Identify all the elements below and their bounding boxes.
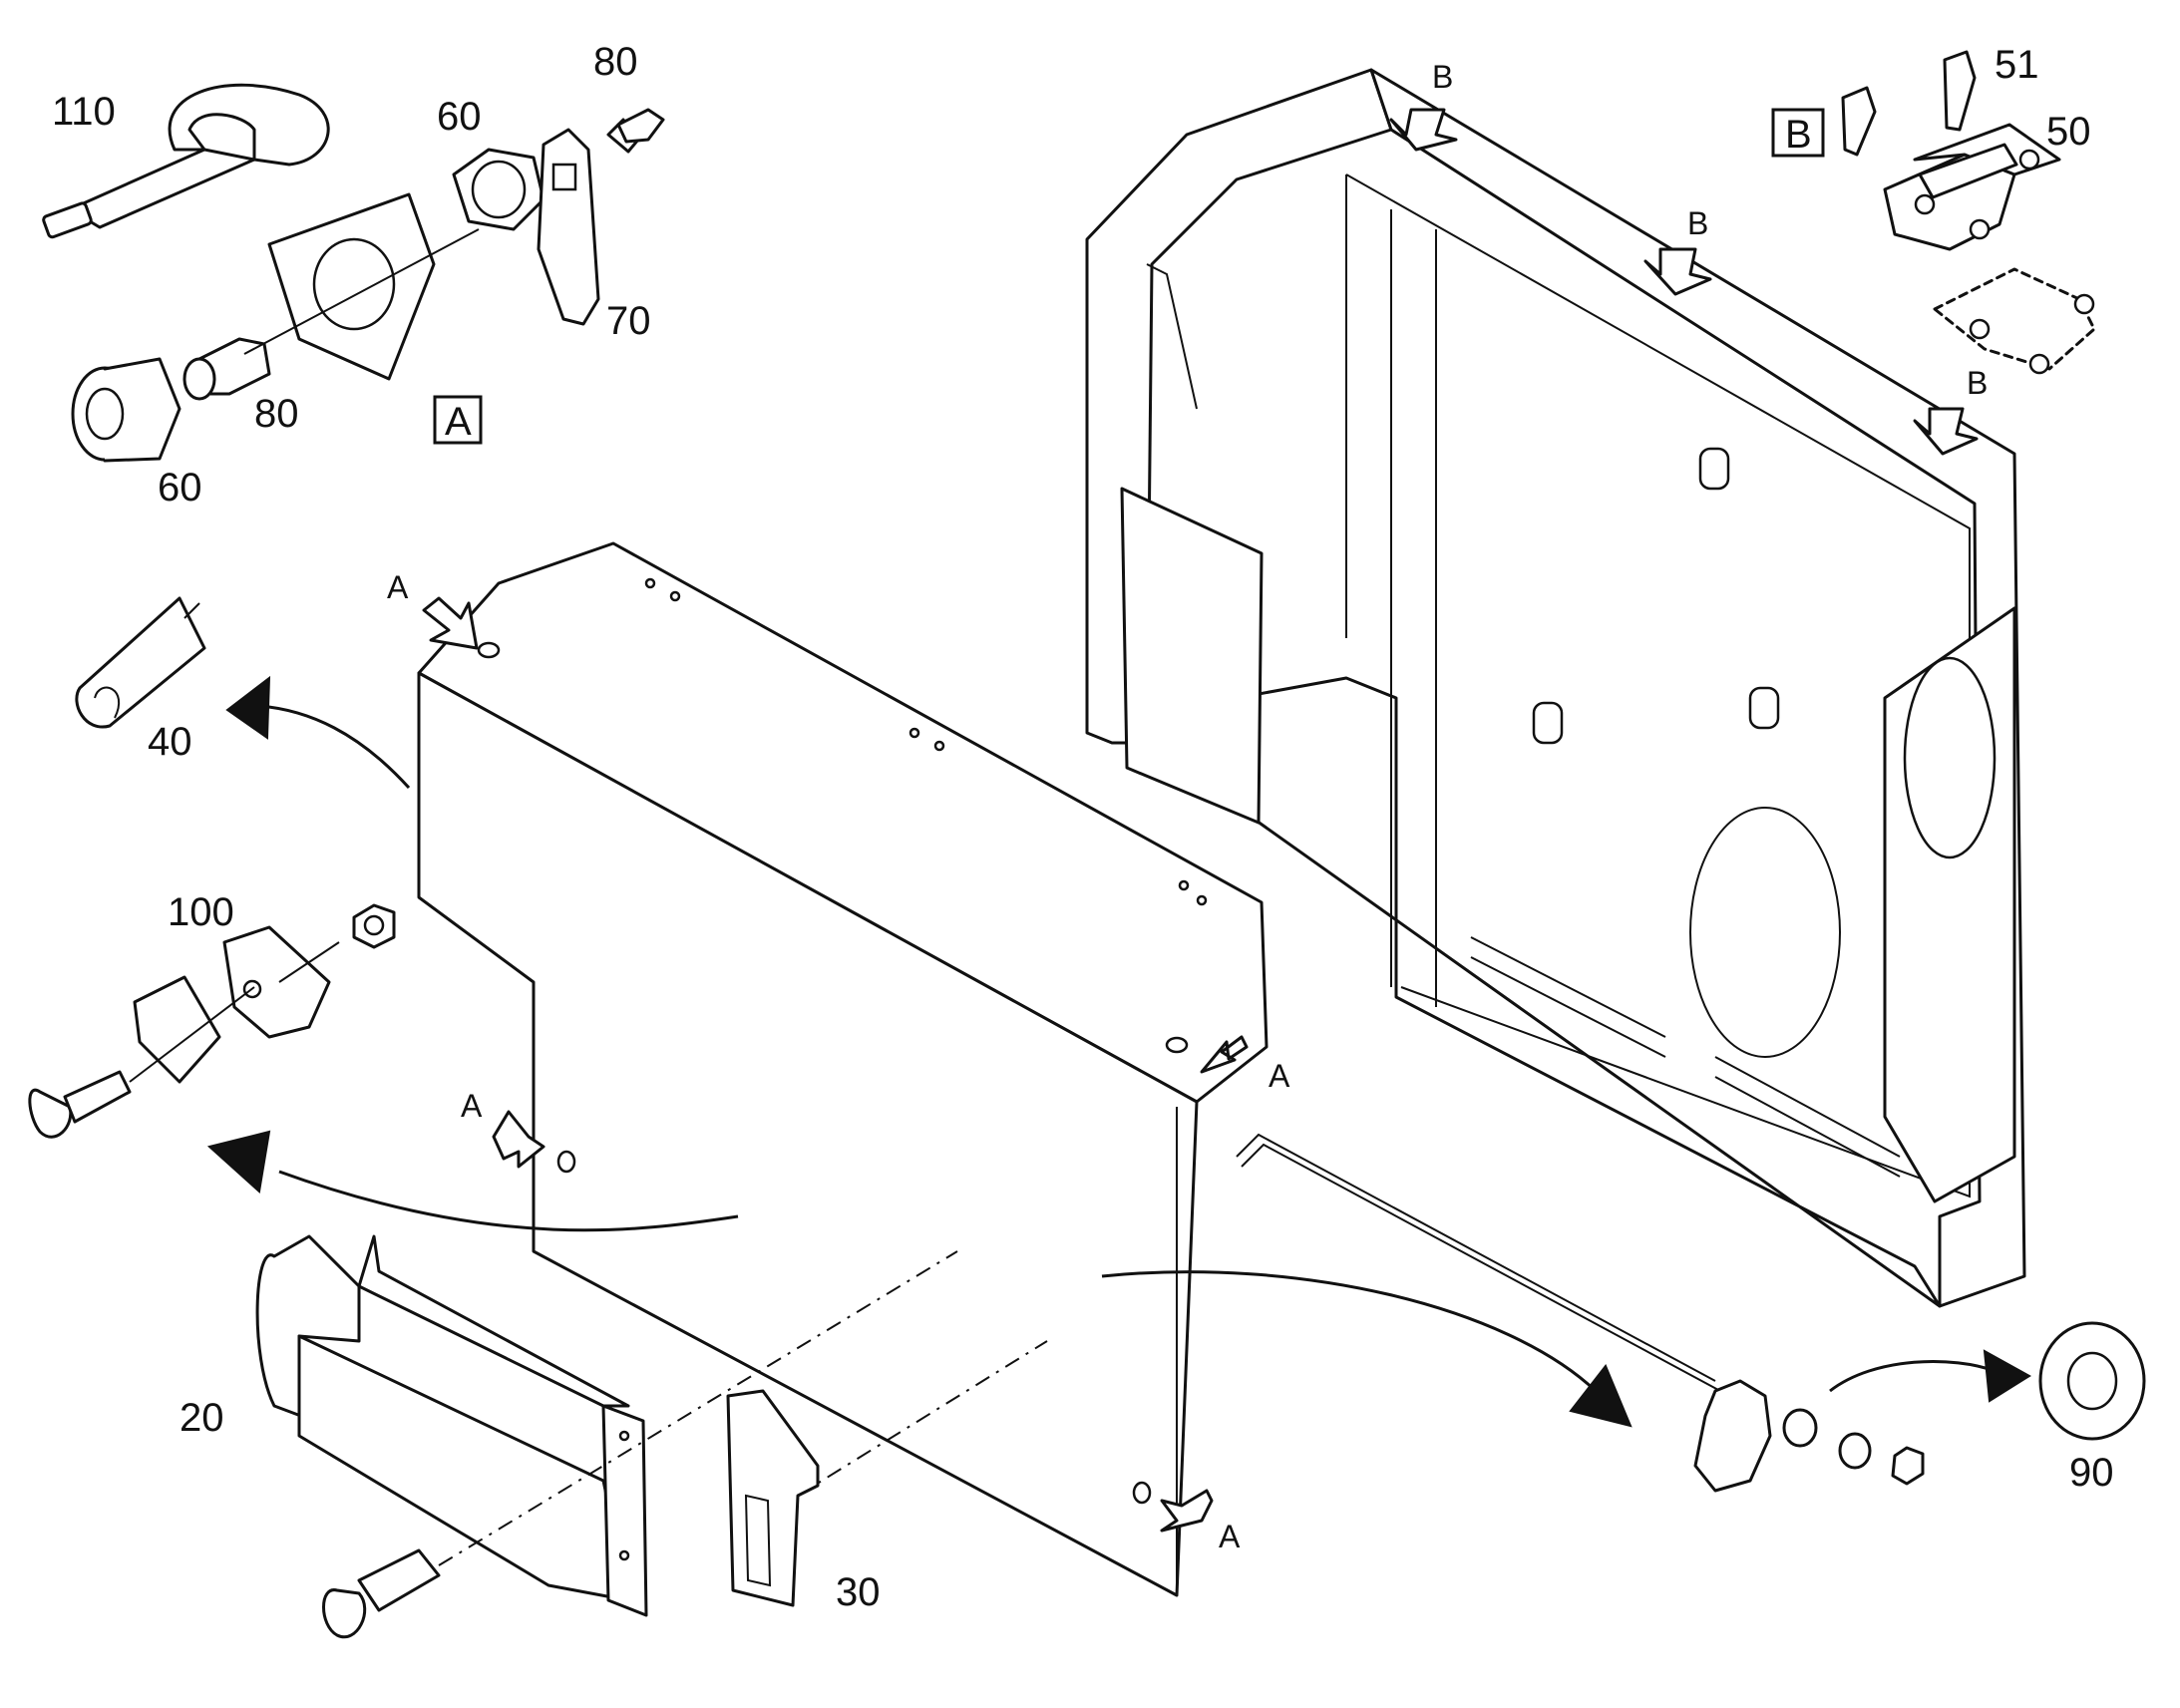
marker-b3-letter: B (1967, 365, 1988, 401)
detail-box-b (1771, 108, 1825, 158)
marker-arrow-b3: B (1913, 365, 1988, 456)
assembly-axis-30 (797, 1340, 1048, 1497)
detail-box-a-letter: A (445, 400, 472, 444)
label-50: 50 (2046, 110, 2091, 154)
bracket-100 (28, 903, 396, 1139)
hinge-50 (1883, 123, 2096, 375)
gasket-plate-60 (267, 192, 436, 381)
label-90: 90 (2069, 1451, 2114, 1495)
label-80-mid: 80 (254, 392, 299, 436)
marker-arrow-a2: A (1200, 1035, 1290, 1094)
marker-b2-letter: B (1687, 205, 1708, 241)
grommet-90 (2038, 1321, 2146, 1441)
marker-arrow-a1: A (387, 569, 479, 650)
linkage-rod (1236, 1133, 1925, 1493)
nut-60-top (452, 148, 545, 231)
seal-strip-40 (75, 596, 206, 729)
door-frame (1085, 68, 2026, 1308)
label-20: 20 (180, 1396, 224, 1440)
detail-box-a (433, 395, 483, 445)
lock-core-80 (182, 337, 271, 401)
label-60-bottom: 60 (158, 466, 202, 510)
marker-arrow-a3: A (461, 1088, 545, 1169)
marker-a2-letter: A (1269, 1058, 1290, 1094)
marker-arrow-b2: B (1643, 205, 1712, 296)
main-panel (417, 541, 1269, 1597)
handle-20 (255, 1234, 648, 1617)
arrow-to-rod (1101, 1270, 1598, 1393)
label-100: 100 (168, 890, 234, 934)
assembly-axis-a (243, 228, 480, 355)
latch-cam-70 (537, 128, 600, 326)
arrow-to-rod-head (1569, 1364, 1633, 1428)
label-30: 30 (836, 1570, 881, 1614)
label-40: 40 (148, 720, 192, 764)
marker-a4-letter: A (1219, 1519, 1241, 1554)
marker-arrow-b1: B (1389, 59, 1458, 152)
arrow-to-90 (1829, 1360, 1996, 1393)
marker-b1-letter: B (1432, 59, 1453, 95)
screws-51 (1841, 50, 1977, 157)
arrow-to-40-head (225, 675, 271, 740)
lock-cylinder-60 (71, 357, 182, 463)
arrow-to-90-head (1983, 1349, 2031, 1403)
arrow-to-40 (258, 704, 411, 790)
label-60-top: 60 (437, 95, 482, 139)
label-80-top: 80 (593, 40, 638, 84)
arrow-to-100 (278, 1170, 739, 1232)
latch-30 (726, 1389, 820, 1607)
marker-a3-letter: A (461, 1088, 483, 1124)
label-70: 70 (606, 299, 651, 343)
label-110: 110 (52, 90, 116, 134)
label-51: 51 (1995, 43, 2039, 87)
marker-arrow-a4: A (1160, 1489, 1241, 1554)
arrow-to-100-head (206, 1130, 271, 1194)
marker-a1-letter: A (387, 569, 409, 605)
detail-box-b-letter: B (1785, 113, 1812, 157)
screw-20 (322, 1548, 441, 1639)
screw-80-top (606, 108, 665, 154)
key-110 (42, 83, 330, 239)
